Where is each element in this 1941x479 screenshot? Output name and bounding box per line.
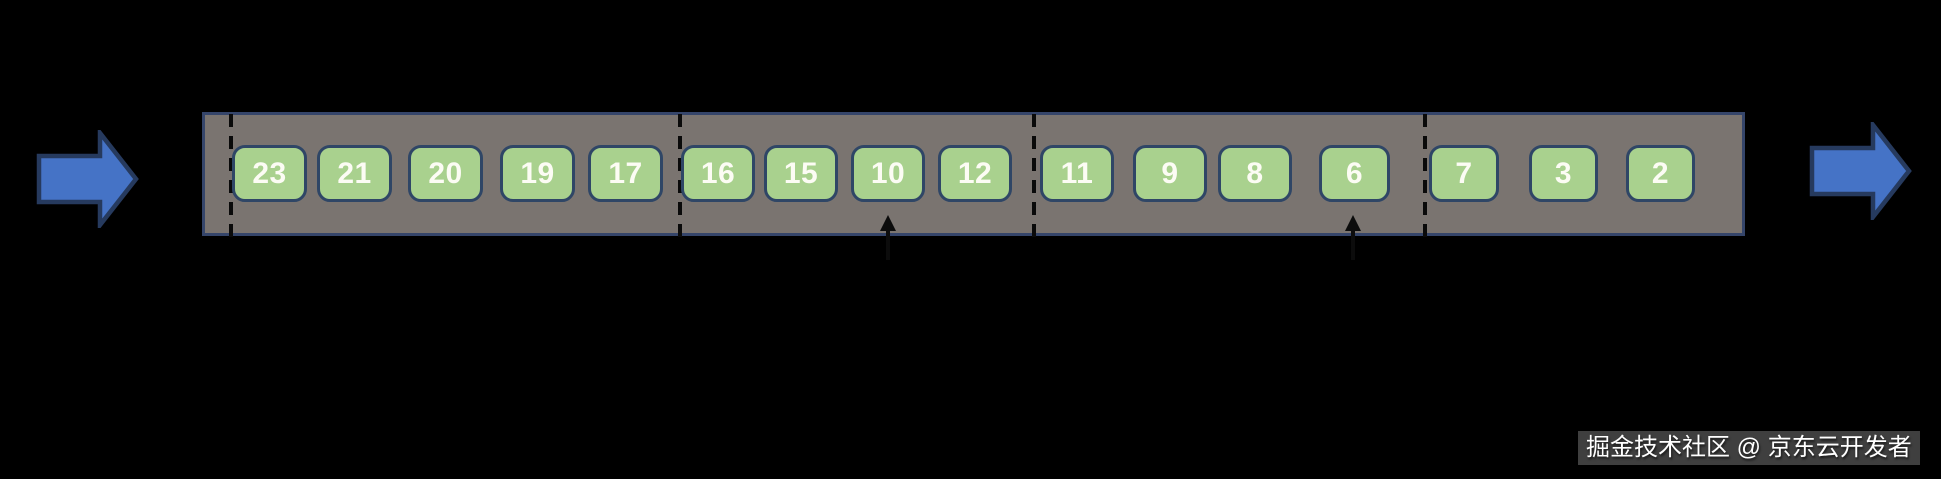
section-divider: [229, 114, 233, 240]
arrow-up-icon: [880, 215, 896, 260]
queue-cell: 21: [317, 145, 392, 202]
section-divider: [1423, 114, 1427, 240]
queue-cell: 2: [1626, 145, 1695, 202]
queue-cell: 17: [588, 145, 663, 202]
arrow-right-icon: [1809, 122, 1912, 220]
arrow-right-icon: [36, 130, 139, 228]
queue-cell: 20: [408, 145, 483, 202]
queue-cell: 15: [764, 145, 838, 202]
queue-cell: 8: [1218, 145, 1292, 202]
queue-cell: 7: [1429, 145, 1499, 202]
queue-cell: 6: [1319, 145, 1390, 202]
queue-cell: 11: [1040, 145, 1114, 202]
queue-cell: 3: [1529, 145, 1598, 202]
queue-cell: 19: [500, 145, 575, 202]
section-divider: [1032, 114, 1036, 240]
queue-cell: 16: [681, 145, 755, 202]
watermark: 掘金技术社区 @ 京东云开发者: [1578, 431, 1920, 465]
section-divider: [678, 114, 682, 240]
queue-cell: 9: [1133, 145, 1207, 202]
arrow-up-icon: [1345, 215, 1361, 260]
queue-cell: 12: [938, 145, 1012, 202]
queue-cell: 23: [232, 145, 307, 202]
queue-cell: 10: [851, 145, 925, 202]
